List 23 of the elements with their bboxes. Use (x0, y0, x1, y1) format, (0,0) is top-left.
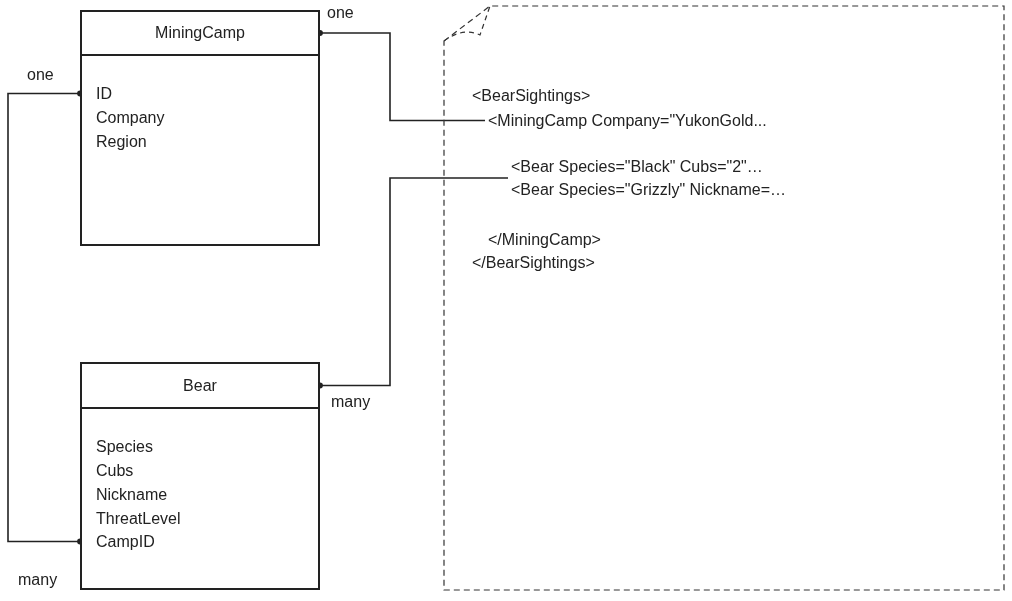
class-name: MiningCamp (82, 12, 318, 56)
xml-line: <BearSightings> (469, 84, 609, 107)
xml-line: <MiningCamp Company="YukonGold... (485, 109, 815, 132)
xml-line: <Bear Species="Grizzly" Nickname=… (511, 180, 787, 200)
xml-line: </MiningCamp> (485, 228, 615, 251)
document-page (443, 5, 1005, 591)
attribute-name: ID (82, 82, 318, 105)
multiplicity-label: one (27, 65, 54, 85)
xml-line: <Bear Species="Black" Cubs="2"… (511, 157, 764, 177)
attribute-name: Species (82, 435, 318, 458)
multiplicity-label: many (331, 392, 371, 412)
attribute-name: Company (82, 106, 318, 129)
attribute-name: Nickname (82, 483, 318, 506)
attribute-name: Region (82, 130, 318, 153)
multiplicity-label: many (18, 570, 58, 590)
multiplicity-label: one (327, 3, 354, 23)
xml-line: </BearSightings> (469, 251, 609, 274)
class-box (80, 362, 320, 590)
class-name: Bear (82, 364, 318, 409)
attribute-name: Cubs (82, 459, 318, 482)
class-box (80, 10, 320, 246)
attribute-name: CampID (82, 530, 318, 553)
attribute-name: ThreatLevel (82, 507, 318, 530)
